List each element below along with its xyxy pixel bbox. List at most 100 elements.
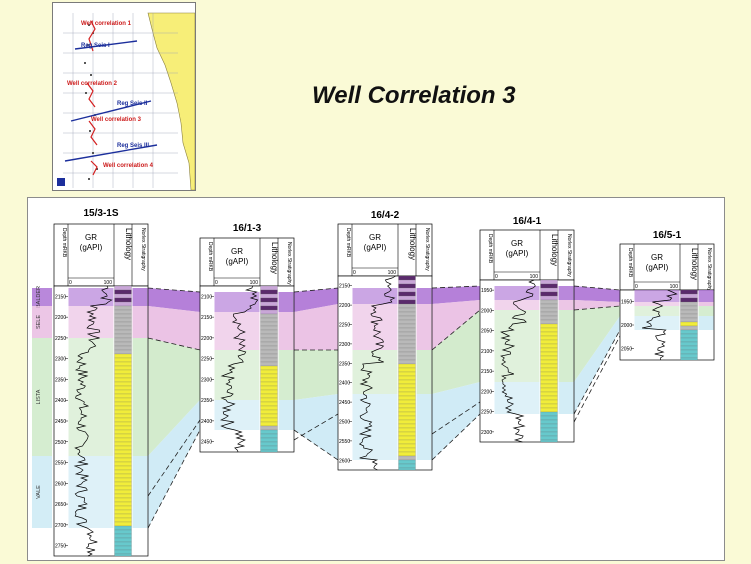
depth-label-4: 2200: [481, 389, 492, 395]
lith-bed-4: [540, 319, 558, 325]
corr-line-1-2: [147, 337, 201, 351]
lith-bed-1: [114, 313, 132, 319]
map-land: [147, 12, 195, 190]
depth-label-3: 2150: [339, 284, 350, 290]
lith-bed-5: [680, 329, 698, 335]
depth-label-1: 2650: [55, 502, 66, 508]
lith-bed-1: [114, 541, 132, 547]
band-vale-1: [148, 400, 200, 528]
lith-bed-1: [114, 321, 132, 327]
lith-bed-4: [540, 339, 558, 345]
depth-label-4: 2250: [481, 410, 492, 416]
lith-bed-2: [260, 437, 278, 443]
well-header-3: [337, 223, 433, 277]
depth-label-1: 2500: [55, 440, 66, 446]
header-gr-5: GR: [651, 253, 663, 262]
strat-zone-2-4: [278, 400, 294, 430]
header-gr-min-5: 0: [635, 284, 638, 290]
lith-bed-4: [540, 299, 558, 305]
header-strat-4: Norlex Stratigraphy: [566, 234, 572, 277]
depth-label-4: 2050: [481, 329, 492, 335]
header-lithology-2: Lithology: [270, 242, 279, 274]
lith-bed-1: [114, 545, 132, 551]
lith-bed-5: [680, 337, 698, 343]
strat-zone-3-3: [416, 350, 432, 394]
location-map: Well correlation 1 Reg Seis I Well corre…: [52, 2, 196, 191]
lith-bed-3: [398, 283, 416, 289]
depth-label-2: 2150: [201, 315, 212, 321]
gr-zone-2-4: [214, 400, 260, 430]
lith-bed-1: [114, 329, 132, 335]
strat-zone-3-4: [416, 394, 432, 460]
depth-label-3: 2250: [339, 323, 350, 329]
lith-bed-5: [680, 325, 698, 331]
gr-zone-2-2: [214, 312, 260, 350]
lith-bed-3: [398, 463, 416, 469]
lith-bed-4: [540, 311, 558, 317]
lith-bed-2: [260, 289, 278, 295]
well-name-3: 16/4-2: [371, 210, 400, 221]
depth-label-3: 2600: [339, 458, 350, 464]
lith-bed-2: [260, 393, 278, 399]
lith-bed-3: [398, 459, 416, 465]
lith-bed-4: [540, 419, 558, 425]
lith-bed-1: [114, 377, 132, 383]
lith-bed-2: [260, 361, 278, 367]
well-name-4: 16/4-1: [513, 216, 542, 227]
lith-bed-3: [398, 303, 416, 309]
lith-bed-3: [398, 323, 416, 329]
lith-bed-1: [114, 309, 132, 315]
map-label-7: Well correlation 4: [103, 163, 154, 169]
lith-bed-4: [540, 331, 558, 337]
lith-bed-2: [260, 449, 278, 453]
lith-bed-1: [114, 549, 132, 555]
depth-label-1: 2450: [55, 419, 66, 425]
strat-zone-1-3: [132, 338, 148, 456]
lith-bed-3: [398, 387, 416, 393]
strat-zone-4-4: [558, 382, 574, 414]
lith-bed-1: [114, 465, 132, 471]
header-gr-min-4: 0: [495, 274, 498, 280]
lith-bed-3: [398, 435, 416, 441]
depth-label-1: 2600: [55, 481, 66, 487]
depth-label-2: 2400: [201, 419, 212, 425]
lith-bed-3: [398, 351, 416, 357]
lith-bed-1: [114, 317, 132, 323]
header-gr-unit-1: (gAPI): [80, 243, 103, 252]
depth-label-3: 2550: [339, 439, 350, 445]
strat-zone-5-1: [698, 290, 714, 302]
lith-bed-5: [680, 297, 698, 303]
depth-label-2: 2300: [201, 377, 212, 383]
lith-bed-5: [680, 317, 698, 323]
lith-bed-4: [540, 283, 558, 289]
band-vale-4: [574, 316, 620, 414]
gr-zone-5-1: [634, 290, 680, 302]
strat-zone-1-1: [132, 288, 148, 306]
gr-zone-3-4: [352, 394, 398, 460]
strat-zone-3-2: [416, 304, 432, 350]
lith-bed-2: [260, 385, 278, 391]
formation-band-sele: [32, 306, 52, 338]
depth-label-1: 2200: [55, 315, 66, 321]
corr-line-1-3: [147, 419, 201, 497]
map-label-2: Reg Seis I: [81, 43, 110, 49]
band-lista-4: [574, 306, 620, 382]
header-gr-unit-4: (gAPI): [506, 249, 529, 258]
depth-label-2: 2200: [201, 336, 212, 342]
lith-bed-4: [540, 343, 558, 349]
lith-bed-1: [114, 477, 132, 483]
lith-bed-4: [540, 291, 558, 297]
well-header-1: [53, 223, 149, 287]
lith-bed-4: [540, 355, 558, 361]
lith-bed-1: [114, 397, 132, 403]
lith-bed-1: [114, 289, 132, 295]
lith-bed-1: [114, 429, 132, 435]
lith-bed-1: [114, 297, 132, 303]
lith-bed-2: [260, 325, 278, 331]
header-gr-min-3: 0: [353, 270, 356, 276]
lith-bed-4: [540, 399, 558, 405]
depth-label-3: 2200: [339, 303, 350, 309]
strat-zone-4-1: [558, 286, 574, 300]
lith-bed-4: [540, 327, 558, 333]
